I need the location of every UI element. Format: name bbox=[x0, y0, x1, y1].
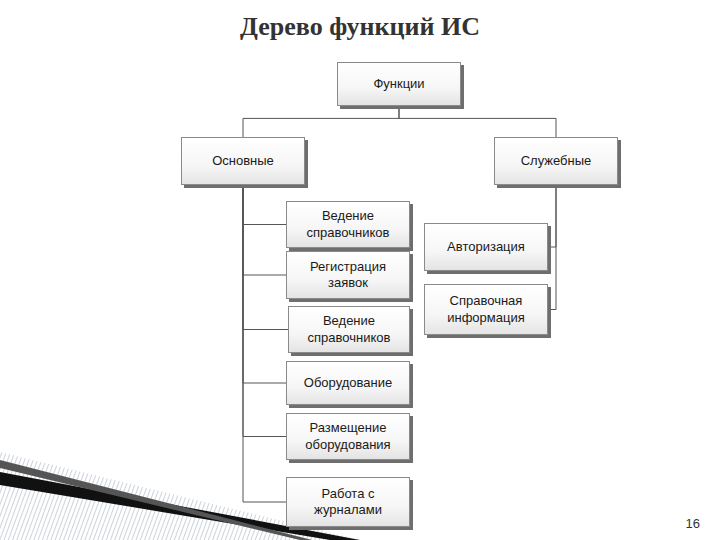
tree-connector bbox=[243, 185, 286, 437]
box-label: Оборудование bbox=[304, 375, 392, 391]
function-box: Служебные bbox=[494, 137, 618, 185]
function-box: Ведение справочников bbox=[288, 306, 410, 353]
function-box: Функции bbox=[337, 62, 461, 106]
function-box: Основные bbox=[181, 137, 305, 185]
tree-connector bbox=[243, 185, 286, 383]
box-label: Работа с журналами bbox=[292, 486, 404, 519]
tree-connector bbox=[243, 185, 286, 502]
tree-connector bbox=[399, 106, 556, 137]
function-box: Работа с журналами bbox=[286, 477, 410, 527]
function-box: Оборудование bbox=[286, 361, 410, 405]
tree-connector bbox=[243, 106, 399, 137]
tree-connector bbox=[551, 185, 556, 310]
function-box: Регистрация заявок bbox=[286, 251, 410, 299]
tree-connector bbox=[551, 185, 556, 247]
function-box: Ведение справочников bbox=[286, 201, 410, 248]
box-label: Регистрация заявок bbox=[292, 259, 404, 292]
box-label: Ведение справочников bbox=[294, 313, 404, 346]
page-number: 16 bbox=[686, 516, 700, 531]
box-label: Служебные bbox=[521, 153, 592, 169]
box-label: Размещение оборудования bbox=[292, 420, 404, 453]
box-label: Ведение справочников bbox=[292, 208, 404, 241]
tree-connector bbox=[243, 185, 286, 275]
tree-connector bbox=[243, 185, 286, 225]
function-box: Справочная информация bbox=[424, 284, 548, 335]
diagram-title: Дерево функций ИС bbox=[0, 12, 720, 42]
function-box: Размещение оборудования bbox=[286, 413, 410, 460]
box-label: Справочная информация bbox=[430, 293, 542, 326]
box-label: Основные bbox=[212, 153, 274, 169]
function-box: Авторизация bbox=[424, 223, 548, 271]
box-label: Функции bbox=[373, 76, 424, 92]
box-label: Авторизация bbox=[447, 239, 525, 255]
tree-connector bbox=[243, 185, 288, 330]
